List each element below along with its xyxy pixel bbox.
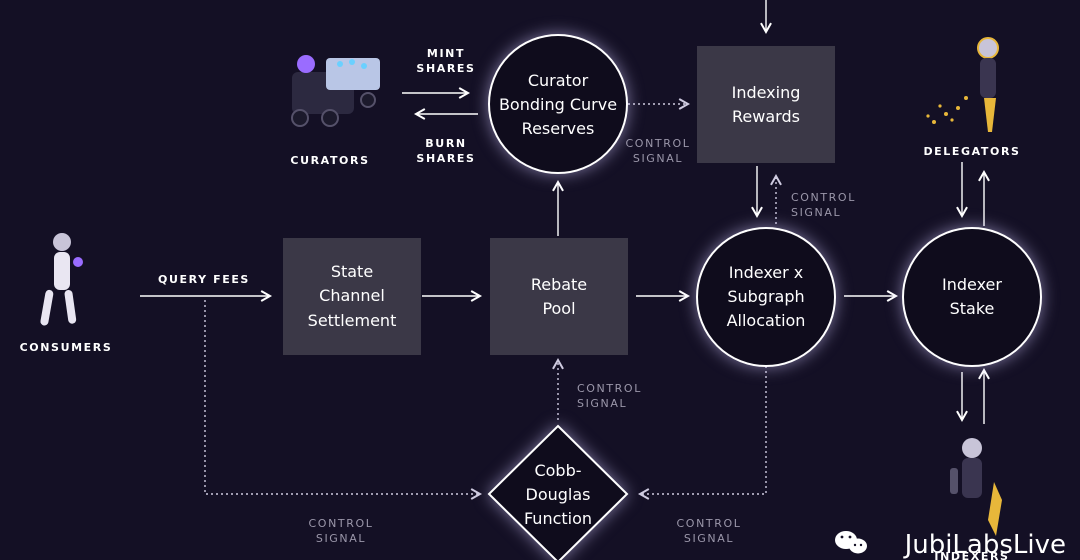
label-mint-shares: SHARES bbox=[416, 62, 475, 75]
label-mint: MINT bbox=[427, 47, 465, 60]
node-cobb-douglas-line3: Function bbox=[524, 509, 592, 528]
label-control-4: CONTROL bbox=[309, 517, 374, 530]
node-state-channel-line1: State bbox=[331, 262, 373, 281]
node-allocation-line1: Indexer x bbox=[729, 263, 804, 282]
watermark-text: JubiLabsLive bbox=[904, 530, 1066, 560]
node-allocation-line3: Allocation bbox=[727, 311, 806, 330]
node-cobb-douglas-line2: Douglas bbox=[526, 485, 591, 504]
label-control-3: CONTROL bbox=[577, 382, 642, 395]
node-indexer-stake-line1: Indexer bbox=[942, 275, 1002, 294]
consumers-illustration bbox=[40, 233, 83, 326]
label-indexers: INDEXERS bbox=[934, 550, 1009, 560]
label-control-2: CONTROL bbox=[791, 191, 856, 204]
node-state-channel-line3: Settlement bbox=[308, 311, 397, 330]
label-signal-1: SIGNAL bbox=[633, 152, 683, 165]
wechat-logo-icon bbox=[835, 531, 867, 554]
node-state-channel-line2: Channel bbox=[319, 286, 385, 305]
node-cobb-douglas: Cobb- Douglas Function bbox=[487, 424, 629, 560]
node-curator-reserves: Curator Bonding Curve Reserves bbox=[488, 34, 628, 174]
connectors bbox=[140, 0, 990, 500]
label-control-5: CONTROL bbox=[677, 517, 742, 530]
arrow-allocation-cobb bbox=[637, 366, 767, 500]
indexers-illustration bbox=[950, 438, 1002, 536]
node-allocation-line2: Subgraph bbox=[727, 287, 804, 306]
node-curator-reserves-line3: Reserves bbox=[522, 119, 595, 138]
label-signal-3: SIGNAL bbox=[577, 397, 627, 410]
label-burn-shares: SHARES bbox=[416, 152, 475, 165]
node-indexer-stake-line2: Stake bbox=[950, 299, 995, 318]
edge-labels: MINT SHARES BURN SHARES QUERY FEES CONTR… bbox=[158, 47, 856, 545]
node-indexing-rewards: Indexing Rewards bbox=[697, 46, 835, 163]
label-signal-5: SIGNAL bbox=[684, 532, 734, 545]
node-indexing-rewards-line1: Indexing bbox=[732, 83, 801, 102]
label-query-fees: QUERY FEES bbox=[158, 273, 250, 286]
node-state-channel: State Channel Settlement bbox=[283, 238, 421, 355]
label-delegators: DELEGATORS bbox=[923, 145, 1020, 158]
label-consumers: CONSUMERS bbox=[20, 341, 113, 354]
node-indexer-stake: Indexer Stake bbox=[902, 227, 1042, 367]
delegators-illustration bbox=[926, 37, 999, 132]
node-rebate-pool-line1: Rebate bbox=[531, 275, 587, 294]
label-signal-2: SIGNAL bbox=[791, 206, 841, 219]
label-burn: BURN bbox=[425, 137, 466, 150]
node-curator-reserves-line2: Bonding Curve bbox=[499, 95, 617, 114]
node-allocation: Indexer x Subgraph Allocation bbox=[696, 227, 836, 367]
node-cobb-douglas-line1: Cobb- bbox=[534, 461, 581, 480]
node-indexing-rewards-line2: Rewards bbox=[732, 107, 800, 126]
node-curator-reserves-line1: Curator bbox=[528, 71, 589, 90]
node-rebate-pool: Rebate Pool bbox=[490, 238, 628, 355]
label-signal-4: SIGNAL bbox=[316, 532, 366, 545]
curators-illustration bbox=[291, 55, 380, 127]
label-curators: CURATORS bbox=[290, 154, 369, 167]
label-control-1: CONTROL bbox=[626, 137, 691, 150]
node-rebate-pool-line2: Pool bbox=[542, 299, 575, 318]
